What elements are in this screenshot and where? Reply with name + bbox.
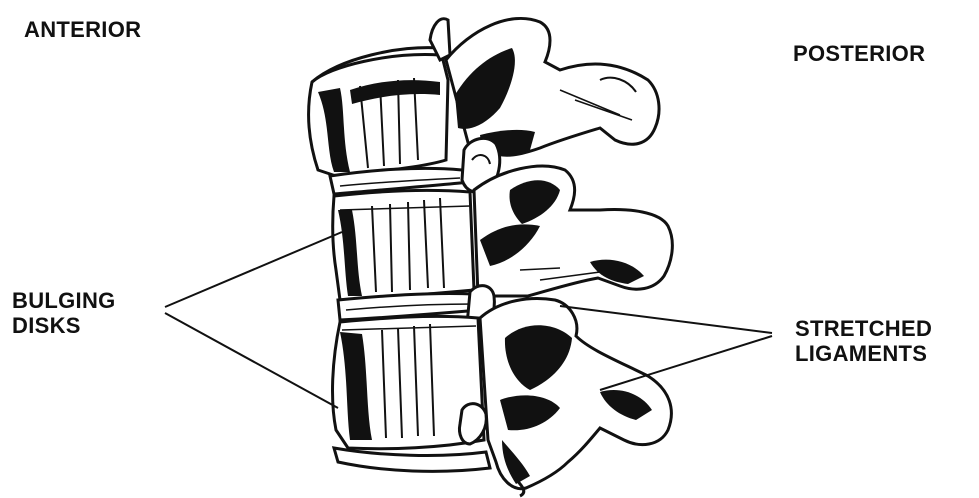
- label-bulging-line1: BULGING: [12, 288, 116, 313]
- leader-stretched-upper: [560, 306, 772, 333]
- label-stretched-line2: LIGAMENTS: [795, 341, 932, 366]
- label-posterior: POSTERIOR: [793, 41, 925, 66]
- leader-bulging-lower: [165, 313, 338, 408]
- leader-stretched-lower: [600, 336, 772, 390]
- label-anterior: ANTERIOR: [24, 17, 141, 42]
- label-stretched-line1: STRETCHED: [795, 316, 932, 341]
- label-bulging-disks: BULGING DISKS: [12, 288, 116, 338]
- vertebra-bottom: [333, 299, 672, 496]
- leader-bulging-upper: [165, 232, 342, 307]
- label-bulging-line2: DISKS: [12, 313, 116, 338]
- label-stretched-ligaments: STRETCHED LIGAMENTS: [795, 316, 932, 366]
